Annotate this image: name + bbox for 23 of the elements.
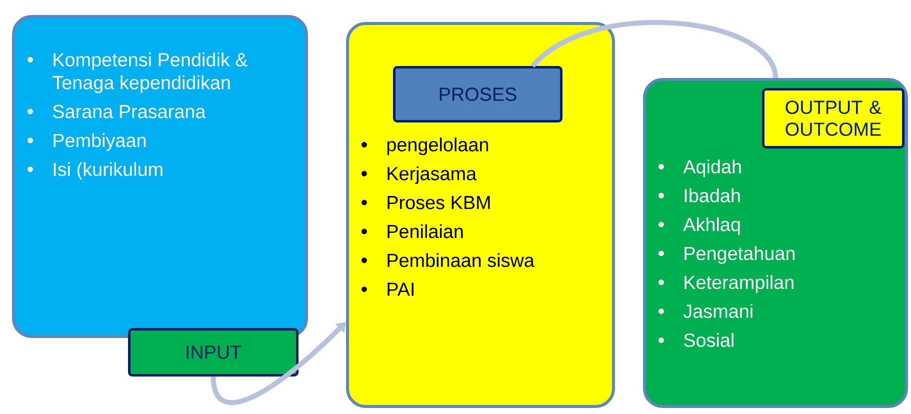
list-item: Kompetensi Pendidik & Tenaga kependidikan	[52, 52, 248, 94]
list-box	[643, 78, 908, 408]
list-item: Pembinaan siswa	[388, 253, 534, 268]
label-box: PROSES	[393, 66, 562, 122]
label-box: INPUT	[128, 328, 298, 376]
list-box	[12, 15, 308, 338]
list-item: Keterampilan	[684, 275, 794, 293]
list-item: Proses KBM	[388, 196, 490, 210]
label-box: OUTPUT & OUTCOME	[762, 88, 904, 148]
list-item: PAI	[388, 282, 414, 296]
list-item: Akhlaq	[683, 217, 740, 235]
list-item: Kerjasama	[388, 166, 477, 184]
list-item: Jasmani	[683, 304, 752, 318]
list-item: Sarana Prasarana	[52, 104, 206, 118]
list-item: Aqidah	[683, 160, 741, 178]
list-item: Ibadah	[684, 188, 740, 202]
list-box	[346, 22, 615, 408]
list-item: Isi (kurikulum	[54, 162, 162, 180]
list-item: Pembiyaan	[54, 133, 146, 151]
list-item: Sosial	[684, 332, 734, 347]
list-item: Pengetahuan	[684, 246, 794, 264]
list-item: pengelolaan	[387, 138, 488, 156]
list-item: Penilaian	[388, 224, 463, 238]
